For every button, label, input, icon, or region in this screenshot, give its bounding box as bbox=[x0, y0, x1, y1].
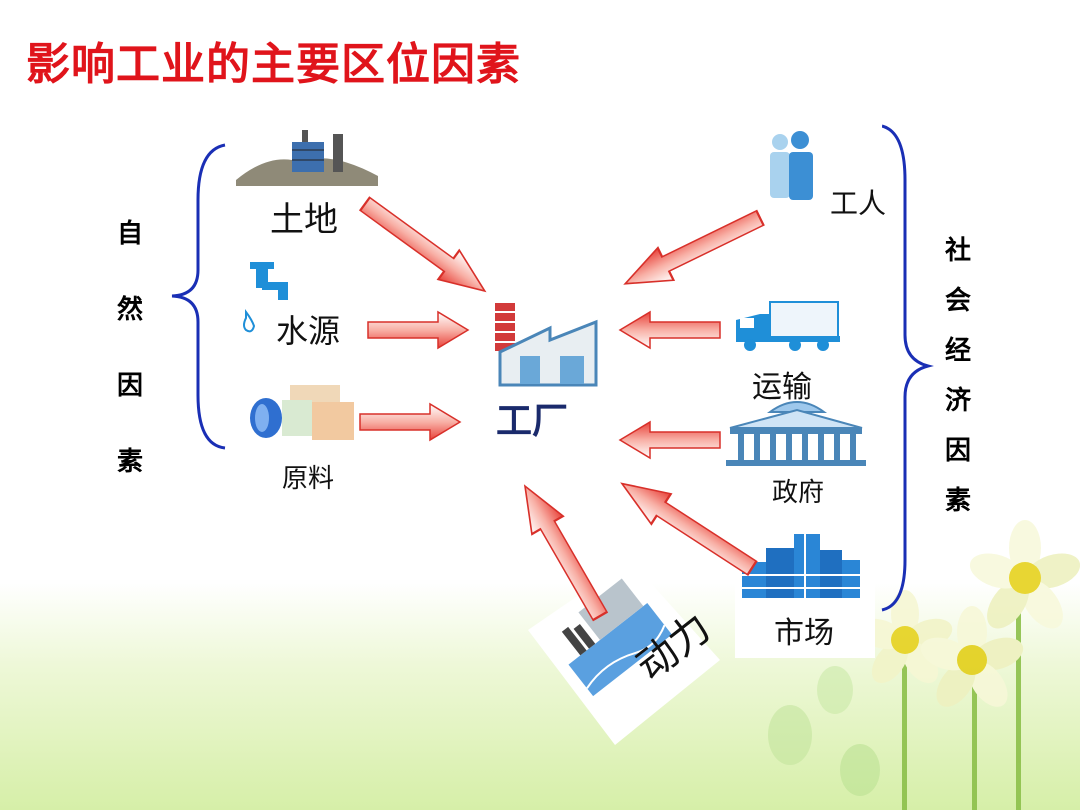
raw-material-label: 原料 bbox=[282, 464, 335, 494]
government-label: 政府 bbox=[772, 478, 825, 508]
social-label-char: 素 bbox=[944, 486, 971, 516]
water-label: 水源 bbox=[276, 312, 341, 350]
water-tap-icon bbox=[243, 262, 288, 333]
arrow-government-to-factory bbox=[619, 421, 721, 459]
natural-label-char: 因 bbox=[116, 371, 143, 401]
arrow-land-to-factory bbox=[353, 188, 497, 307]
social-label-char: 经 bbox=[944, 336, 971, 366]
social-label-char: 济 bbox=[944, 386, 971, 416]
land-label: 土地 bbox=[270, 200, 338, 240]
social-economic-factors-label: 社 会 经 济 因 素 bbox=[928, 226, 988, 526]
left-brace bbox=[171, 143, 226, 450]
natural-label-char: 自 bbox=[116, 219, 143, 249]
workers-icon bbox=[770, 131, 813, 200]
factory-label: 工厂 bbox=[496, 401, 569, 442]
natural-label-char: 素 bbox=[116, 447, 143, 477]
transport-label: 运输 bbox=[752, 370, 812, 405]
social-label-char: 因 bbox=[944, 436, 971, 466]
power-plant-icon bbox=[561, 578, 672, 697]
market-label: 市场 bbox=[774, 616, 834, 651]
social-label-char: 社 bbox=[944, 236, 971, 266]
slide-title: 影响工业的主要区位因素 bbox=[26, 39, 521, 90]
factory-icon bbox=[495, 303, 598, 387]
right-brace bbox=[881, 124, 934, 612]
market-buildings-icon bbox=[742, 534, 860, 598]
workers-label: 工人 bbox=[830, 187, 887, 220]
natural-label-char: 然 bbox=[116, 295, 143, 325]
truck-icon bbox=[736, 301, 840, 351]
arrow-workers-to-factory bbox=[616, 200, 769, 301]
arrow-material-to-factory bbox=[359, 403, 461, 441]
arrow-power-to-factory bbox=[508, 476, 617, 627]
arrow-water-to-factory bbox=[367, 311, 469, 349]
social-label-char: 会 bbox=[944, 286, 971, 316]
government-building-icon bbox=[726, 401, 866, 466]
land-icon bbox=[236, 130, 378, 186]
raw-material-icon bbox=[250, 385, 354, 440]
natural-factors-label: 自 然 因 素 bbox=[100, 196, 160, 500]
arrow-transport-to-factory bbox=[619, 311, 721, 349]
